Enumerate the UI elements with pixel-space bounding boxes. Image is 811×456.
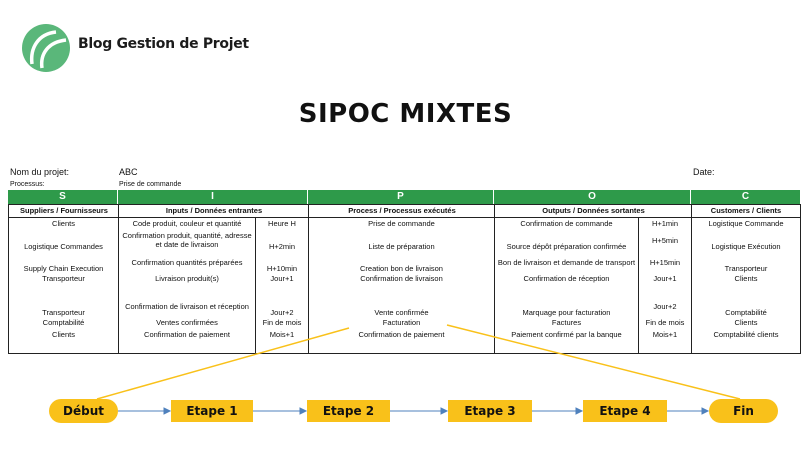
flow-arrow-head-icon (440, 407, 449, 415)
table-cell: Transporteur (724, 264, 768, 273)
table-cell: Jour+2 (653, 301, 677, 311)
table-cell: Confirmation de commande (520, 219, 613, 228)
flow-end: Fin (709, 399, 778, 423)
table-cell: H+15min (649, 257, 681, 267)
table-cell: Jour+1 (653, 274, 677, 283)
table-cell: Comptabilité (725, 308, 767, 317)
table-cell: Marquage pour facturation (522, 308, 611, 317)
table-cell: H+2min (268, 242, 296, 251)
flow-arrow-head-icon (575, 407, 584, 415)
flow-start: Début (49, 399, 118, 423)
table-cell: Confirmation de livraison et réception (125, 301, 249, 311)
table-cell: Transporteur (42, 308, 85, 317)
table-cell: Mois+1 (269, 330, 295, 339)
table-cell: Liste de préparation (368, 242, 435, 251)
sipoc-letters: S I P O C (8, 190, 801, 204)
table-cell: Clients (52, 330, 75, 339)
flow-step-3: Etape 3 (448, 400, 532, 422)
table-cell: Comptabilité (42, 318, 85, 327)
flow-step-2: Etape 2 (307, 400, 390, 422)
column-divider (118, 205, 119, 353)
table-cell: Vente confirmée (374, 308, 429, 317)
flow-arrow-head-icon (299, 407, 308, 415)
table-cell: Confirmation de paiement (144, 330, 230, 339)
letter-s: S (8, 190, 118, 204)
table-cell: Heure H (268, 219, 296, 228)
table-cell: Confirmation quantités préparées (131, 257, 243, 267)
table-cell: Confirmation produit, quantité, adresse … (122, 231, 252, 249)
table-cell: Transporteur (42, 274, 85, 283)
table-cell: Mois+1 (652, 330, 678, 339)
table-cell: Logistique Commandes (24, 242, 103, 251)
table-cell: H+1min (651, 219, 679, 228)
column-divider (494, 205, 495, 353)
letter-c: C (691, 190, 801, 204)
process-value: Prise de commande (119, 181, 182, 188)
header-process: Process / Processus exécutés (348, 206, 456, 215)
flow-step-1: Etape 1 (171, 400, 253, 422)
column-divider (255, 218, 256, 353)
table-cell: Clients (734, 318, 758, 327)
table-cell: Livraison produit(s) (155, 274, 219, 283)
flow-arrow-head-icon (701, 407, 710, 415)
header-customers: Customers / Clients (710, 206, 782, 215)
table-cell: Confirmation de paiement (358, 330, 445, 339)
table-cell: Factures (551, 318, 582, 327)
column-divider (638, 218, 639, 353)
table-cell: Bon de livraison et demande de transport (497, 257, 636, 267)
table-cell: Jour+2 (270, 308, 294, 317)
table-cell: Clients (52, 219, 75, 228)
flow-arrow-head-icon (163, 407, 172, 415)
table-cell: Jour+1 (270, 274, 294, 283)
table-cell: Fin de mois (262, 318, 302, 327)
table-cell: Ventes confirmées (156, 318, 218, 327)
project-name-label: Nom du projet: (10, 167, 70, 177)
column-divider (691, 205, 692, 353)
sipoc-sheet: Nom du projet: ABC Date: Processus: Pris… (8, 165, 801, 354)
table-cell: Fin de mois (645, 318, 685, 327)
zoom-line-right (446, 324, 741, 400)
table-cell: Creation bon de livraison (360, 264, 443, 273)
brand-name: Blog Gestion de Projet (78, 36, 249, 52)
column-divider (308, 205, 309, 353)
brand-logo-icon (22, 24, 70, 72)
flow-step-4: Etape 4 (583, 400, 667, 422)
header-row (9, 205, 800, 218)
header-inputs: Inputs / Données entrantes (165, 206, 263, 215)
table-cell: Logistique Exécution (711, 242, 781, 251)
table-cell: Code produit, couleur et quantité (132, 219, 242, 228)
table-cell: H+5min (651, 235, 679, 245)
page-title: SIPOC MIXTES (298, 99, 513, 129)
zoom-line-left (96, 327, 350, 400)
table-cell: Confirmation de réception (523, 274, 610, 283)
letter-p: P (308, 190, 494, 204)
table-cell: H+10min (266, 264, 298, 273)
table-cell: Confirmation de livraison (360, 274, 443, 283)
table-cell: Clients (734, 274, 758, 283)
letter-o: O (494, 190, 691, 204)
table-cell: Comptabilité clients (713, 330, 779, 339)
table-cell: Source dépôt préparation confirmée (506, 242, 627, 251)
table-cell: Prise de commande (368, 219, 435, 228)
table-cell: Supply Chain Execution (23, 264, 104, 273)
table-cell: Facturation (382, 318, 421, 327)
project-name-value: ABC (119, 167, 138, 177)
date-label: Date: (693, 167, 715, 177)
header-outputs: Outputs / Données sortantes (542, 206, 645, 215)
table-cell: Logistique Commande (708, 219, 784, 228)
sipoc-table: Suppliers / Fournisseurs Inputs / Donnée… (8, 204, 801, 354)
process-label: Processus: (10, 181, 45, 188)
table-cell: Paiement confirmé par la banque (511, 330, 622, 339)
letter-i: I (118, 190, 308, 204)
header-suppliers: Suppliers / Fournisseurs (20, 206, 108, 215)
